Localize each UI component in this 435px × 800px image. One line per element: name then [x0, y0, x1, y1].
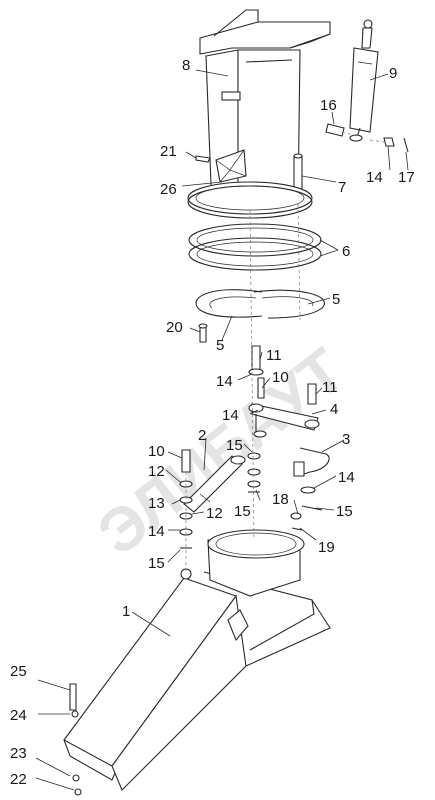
part-16-pin: [325, 123, 345, 137]
part-6-rings: [188, 223, 322, 271]
label-part-19: 19: [318, 539, 335, 556]
label-part-18: 18: [272, 491, 289, 508]
part-14-nut-top: [383, 137, 395, 147]
label-part-4: 4: [330, 401, 338, 418]
label-part-5-left: 5: [216, 337, 224, 354]
part-21-bolt: [195, 155, 211, 163]
label-part-2: 2: [198, 427, 206, 444]
label-part-5-right: 5: [332, 291, 340, 308]
part-8-column: [199, 9, 331, 211]
label-part-21: 21: [160, 143, 177, 160]
axis-lines: [185, 131, 385, 574]
label-part-15-a: 15: [226, 437, 243, 454]
label-part-14-right: 14: [338, 469, 355, 486]
part-17-cotter: [403, 137, 409, 153]
label-part-10-left: 10: [148, 443, 165, 460]
part-9-cylinder: [349, 19, 379, 142]
label-part-22: 22: [10, 771, 27, 788]
part-20-bolt: [198, 323, 208, 343]
label-part-14-lower: 14: [148, 523, 165, 540]
parts-22-25-fasteners: [69, 683, 82, 796]
label-part-14-top: 14: [366, 169, 383, 186]
part-1-chute: [63, 529, 331, 791]
label-part-6: 6: [342, 243, 350, 260]
label-part-14-mid: 14: [222, 407, 239, 424]
callout-labels: 8 9 16 21 14 17 26 7 6 5 20 5 11 14 10 1…: [10, 57, 415, 788]
label-part-17: 17: [398, 169, 415, 186]
label-part-24: 24: [10, 707, 27, 724]
part-5-half-rings: [195, 289, 325, 319]
label-part-13: 13: [148, 495, 165, 512]
label-part-20: 20: [166, 319, 183, 336]
leader-lines: [35, 69, 409, 791]
label-part-7: 7: [338, 179, 346, 196]
label-part-26: 26: [160, 181, 177, 198]
label-part-15-c: 15: [336, 503, 353, 520]
label-part-10-upper: 10: [272, 369, 289, 386]
label-part-1: 1: [122, 603, 130, 620]
washers-right-stack: [290, 486, 323, 531]
label-part-12-lower: 12: [206, 505, 223, 522]
part-10-pin-left: [181, 449, 191, 473]
label-part-8: 8: [182, 57, 190, 74]
label-part-14-upper: 14: [216, 373, 233, 390]
label-part-3: 3: [342, 431, 350, 448]
label-part-15-d: 15: [148, 555, 165, 572]
label-part-15-b: 15: [234, 503, 251, 520]
label-part-9: 9: [389, 65, 397, 82]
label-part-25: 25: [10, 663, 27, 680]
label-part-12-upper: 12: [148, 463, 165, 480]
column-flange: [187, 181, 313, 219]
label-part-16: 16: [320, 97, 337, 114]
part-3-link: [293, 447, 330, 477]
label-part-23: 23: [10, 745, 27, 762]
part-14-washers-upper: [248, 368, 265, 399]
label-part-11-upper: 11: [266, 347, 282, 364]
washers-middle-stack: [247, 452, 261, 493]
part-4-lever: [248, 403, 320, 438]
label-part-11-right: 11: [322, 379, 338, 396]
part-2-small-cylinder: [183, 455, 246, 513]
part-11-pins: [251, 345, 317, 405]
